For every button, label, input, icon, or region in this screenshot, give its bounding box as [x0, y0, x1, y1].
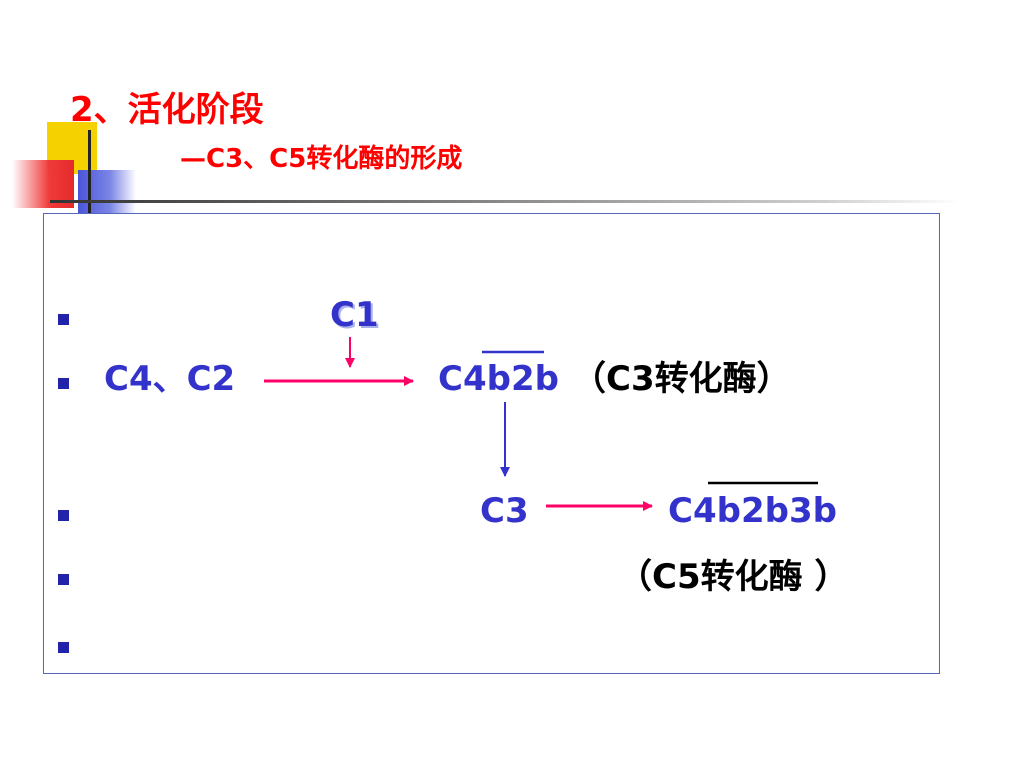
decor-vertical-line [88, 130, 91, 228]
decor-horizontal-line [50, 200, 960, 203]
substrate-label: C4、C2 [104, 359, 236, 399]
c3-convertase-formula: C4b2b [438, 359, 559, 399]
c1-label: C1 [330, 295, 379, 335]
bullet-3 [58, 510, 69, 521]
bullet-2 [58, 378, 69, 389]
c5-convertase-label: （C5转化酶 ） [618, 557, 849, 597]
c5-convertase-formula: C4b2b3b [668, 491, 837, 531]
bullet-5 [58, 642, 69, 653]
slide-subtitle: —C3、C5转化酶的形成 [180, 144, 463, 174]
slide-title: 2、活化阶段 [70, 90, 264, 130]
bullet-1 [58, 314, 69, 325]
content-box [43, 213, 940, 674]
c3-label: C3 [480, 491, 529, 531]
bullet-4 [58, 574, 69, 585]
c3-convertase-label: （C3转化酶） [572, 359, 791, 399]
